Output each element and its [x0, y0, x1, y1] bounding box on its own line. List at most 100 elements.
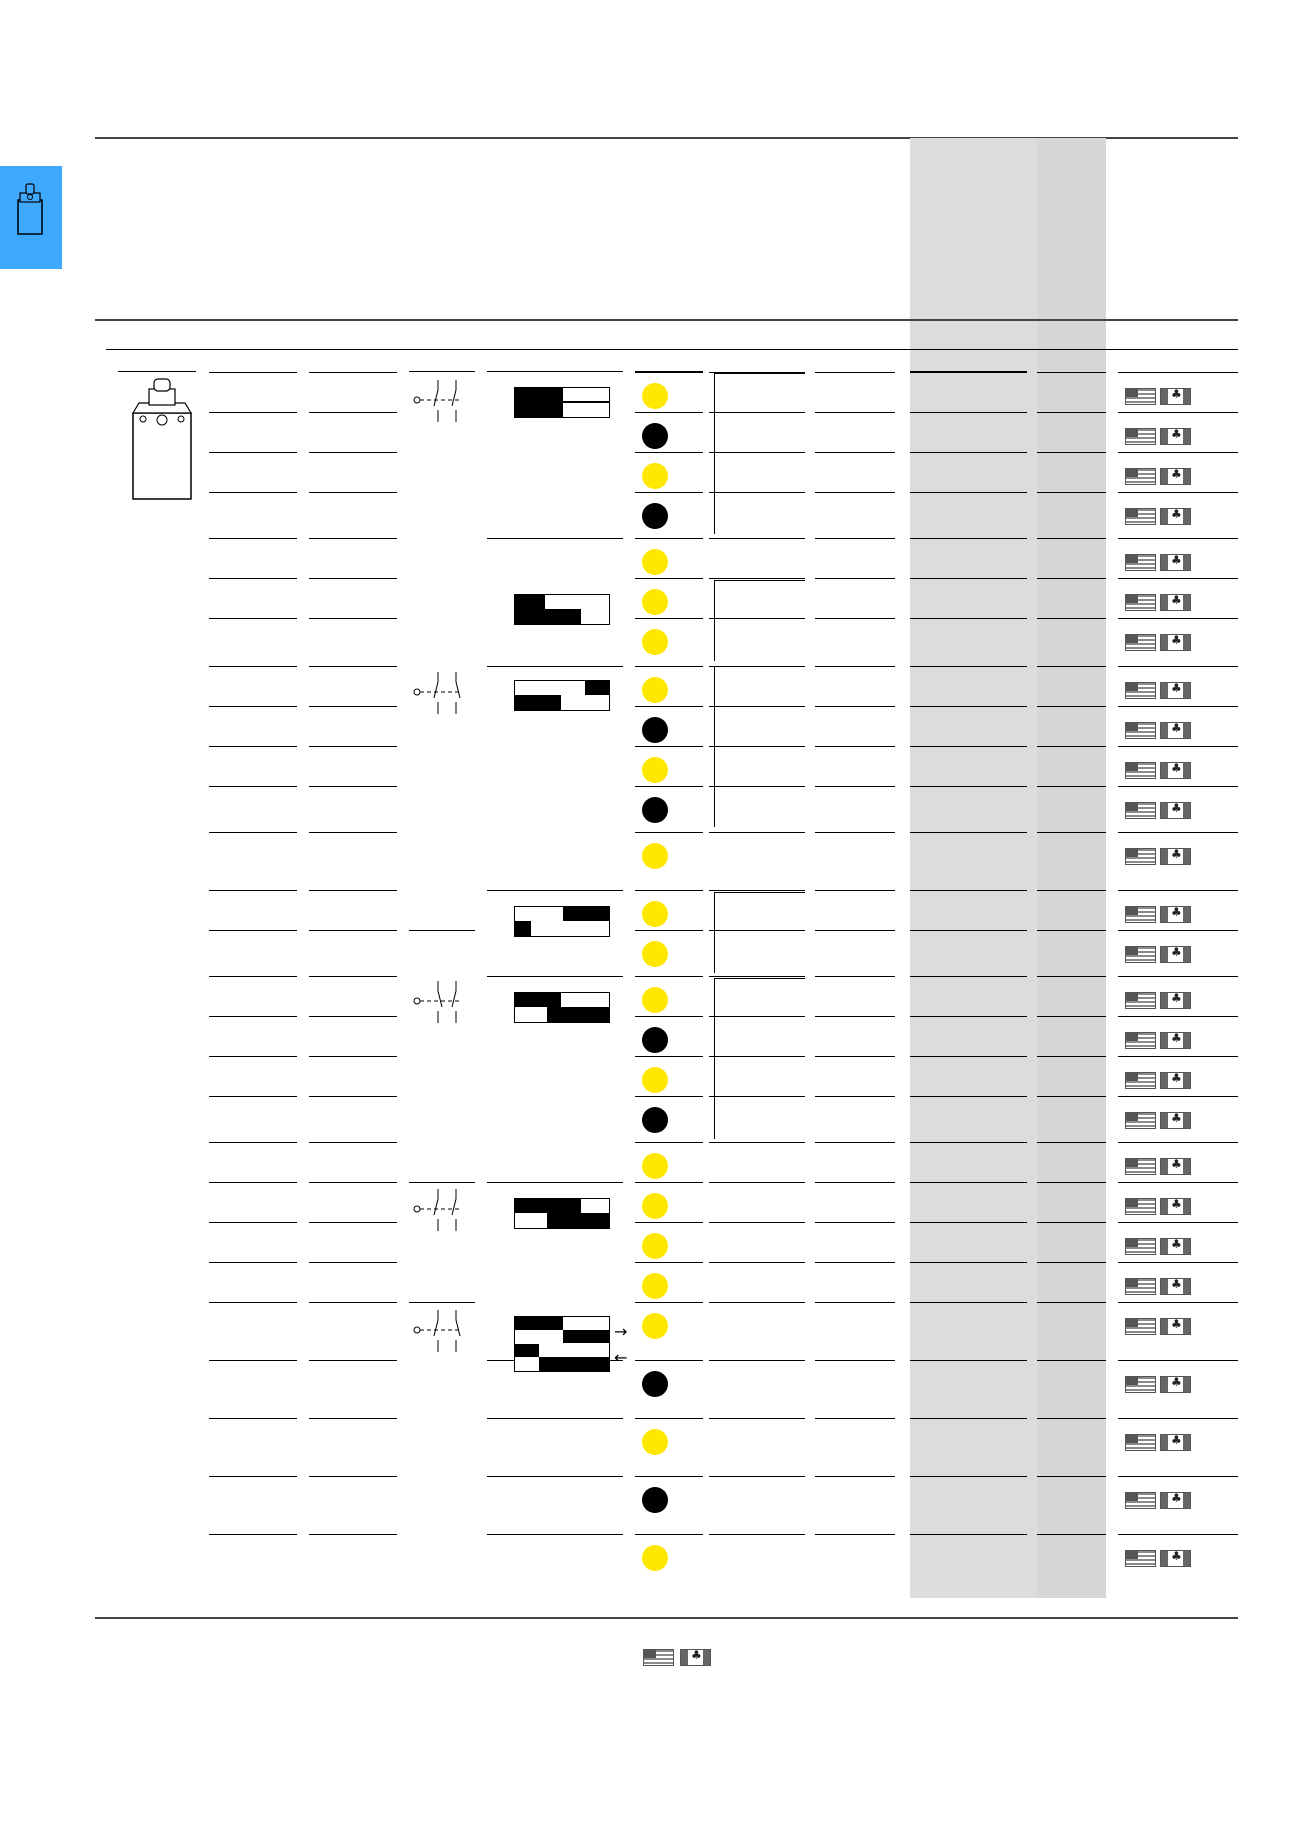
row-rule — [709, 538, 805, 539]
limit-switch-icon — [17, 183, 43, 235]
row-rule — [815, 538, 895, 539]
row-rule — [309, 786, 397, 787]
us-flag-icon — [1125, 1238, 1156, 1255]
us-flag-icon — [1125, 388, 1156, 405]
row-rule — [910, 976, 1027, 977]
row-rule — [209, 930, 297, 931]
canada-flag-icon — [1160, 847, 1191, 865]
column-rule — [487, 371, 623, 372]
row-rule — [635, 1418, 703, 1419]
row-rule — [209, 1016, 297, 1017]
row-rule — [1037, 890, 1106, 891]
row-rule — [209, 1182, 297, 1183]
canada-flag-icon — [1160, 467, 1191, 485]
section-tab[interactable] — [0, 166, 62, 269]
row-rule — [309, 538, 397, 539]
row-rule — [635, 1360, 703, 1361]
row-rule — [309, 372, 397, 373]
column-rule — [409, 1302, 475, 1303]
canada-flag-icon — [1160, 1549, 1191, 1567]
row-rule — [1118, 786, 1238, 787]
contact-symbol-icon — [413, 672, 461, 714]
row-rule — [209, 578, 297, 579]
row-rule — [709, 1534, 805, 1535]
row-rule — [1118, 1262, 1238, 1263]
us-flag-icon — [1125, 1158, 1156, 1175]
row-rule — [309, 1142, 397, 1143]
row-rule — [815, 618, 895, 619]
us-flag-icon — [1125, 1032, 1156, 1049]
row-rule — [209, 412, 297, 413]
row-rule — [635, 1302, 703, 1303]
us-flag-icon — [1125, 428, 1156, 445]
canada-flag-icon — [1160, 1277, 1191, 1295]
canada-flag-icon — [1160, 1317, 1191, 1335]
row-rule — [709, 832, 805, 833]
row-rule — [635, 1016, 703, 1017]
us-flag-icon — [1125, 468, 1156, 485]
row-rule — [815, 578, 895, 579]
row-rule — [209, 976, 297, 977]
us-flag-icon — [1125, 1112, 1156, 1129]
contact-symbol-icon — [413, 380, 460, 422]
row-rule — [635, 578, 703, 579]
row-rule — [487, 1476, 623, 1477]
limit-switch-plunger-icon — [131, 378, 193, 500]
row-rule — [1037, 706, 1106, 707]
us-flag-icon — [1125, 1278, 1156, 1295]
black-dot-icon — [642, 1107, 668, 1133]
row-rule — [815, 1182, 895, 1183]
row-rule — [635, 786, 703, 787]
row-rule — [309, 890, 397, 891]
row-rule — [709, 976, 805, 977]
row-rule — [635, 930, 703, 931]
row-rule — [1118, 412, 1238, 413]
row-rule — [815, 746, 895, 747]
row-rule — [910, 1302, 1027, 1303]
us-flag-icon — [1125, 554, 1156, 571]
row-rule — [1037, 832, 1106, 833]
row-rule — [309, 746, 397, 747]
row-rule — [910, 452, 1027, 453]
row-rule — [209, 1418, 297, 1419]
row-rule — [1118, 930, 1238, 931]
yellow-dot-icon — [642, 589, 668, 615]
row-rule — [1037, 1016, 1106, 1017]
row-rule — [635, 1222, 703, 1223]
row-rule — [635, 452, 703, 453]
yellow-dot-icon — [642, 1067, 668, 1093]
row-rule — [309, 1262, 397, 1263]
row-rule — [815, 1142, 895, 1143]
header-bottom-rule — [95, 319, 1238, 321]
row-rule — [709, 452, 805, 453]
row-rule — [309, 1096, 397, 1097]
row-rule — [635, 1476, 703, 1477]
us-flag-icon — [1125, 1550, 1156, 1567]
row-rule — [209, 452, 297, 453]
row-rule — [1037, 412, 1106, 413]
us-flag-icon — [1125, 682, 1156, 699]
row-rule — [1037, 930, 1106, 931]
row-rule — [910, 890, 1027, 891]
row-rule — [209, 538, 297, 539]
row-rule — [910, 1262, 1027, 1263]
row-rule — [1037, 1302, 1106, 1303]
row-rule — [815, 1016, 895, 1017]
us-flag-icon — [1125, 508, 1156, 525]
canada-flag-icon — [1160, 945, 1191, 963]
canada-flag-icon — [1160, 1237, 1191, 1255]
row-rule — [910, 1142, 1027, 1143]
row-rule — [910, 1418, 1027, 1419]
black-dot-icon — [642, 1027, 668, 1053]
row-rule — [815, 372, 895, 373]
row-rule — [309, 930, 397, 931]
row-rule — [635, 412, 703, 413]
column-rule — [487, 890, 623, 891]
travel-diagram — [514, 680, 610, 711]
us-flag-icon — [1125, 802, 1156, 819]
black-dot-icon — [642, 503, 668, 529]
row-rule — [309, 1056, 397, 1057]
row-rule — [1037, 578, 1106, 579]
yellow-dot-icon — [642, 843, 668, 869]
row-rule — [1037, 1360, 1106, 1361]
